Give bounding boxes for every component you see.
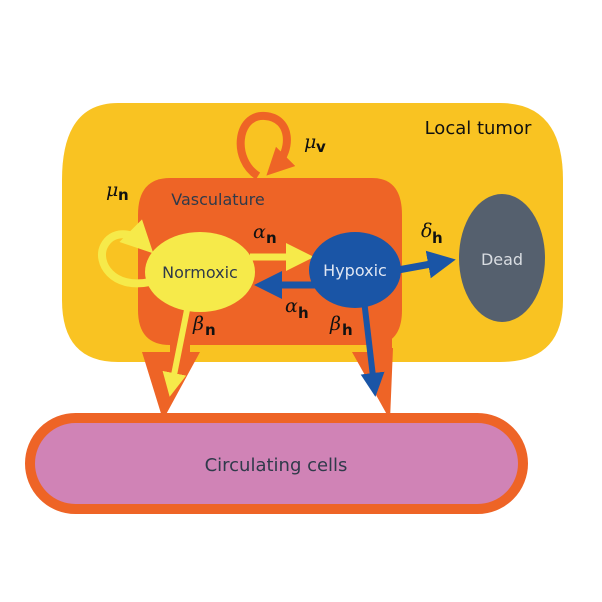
- beta-n-rate-label: β n: [192, 313, 216, 339]
- beta-n-arrow: [162, 304, 191, 397]
- svg-text:μ: μ: [304, 131, 316, 153]
- mu-n-self-loop-arrow: [98, 219, 154, 288]
- beta-h-rate-label: β h: [329, 313, 353, 339]
- local-tumor-label: Local tumor: [425, 118, 532, 139]
- svg-text:n: n: [266, 229, 277, 247]
- hypoxic-node: [309, 232, 401, 308]
- beta-h-arrow: [360, 299, 385, 397]
- svg-text:α: α: [285, 295, 298, 317]
- delta-h-rate-label: δ h: [421, 220, 443, 247]
- hypoxic-label: Hypoxic: [323, 261, 387, 280]
- mu-n-rate-label: μ n: [106, 179, 129, 204]
- svg-text:δ: δ: [421, 220, 432, 242]
- normoxic-node: [145, 232, 255, 312]
- svg-text:h: h: [432, 229, 443, 247]
- svg-text:n: n: [205, 321, 216, 339]
- mu-v-rate-label: μ v: [304, 131, 326, 156]
- mu-v-self-loop-arrow: [236, 112, 296, 180]
- svg-text:h: h: [298, 304, 309, 322]
- svg-text:v: v: [316, 138, 326, 156]
- svg-text:h: h: [342, 321, 353, 339]
- normoxic-label: Normoxic: [162, 263, 238, 282]
- dead-label: Dead: [481, 250, 523, 269]
- circulating-cells-label: Circulating cells: [205, 455, 348, 476]
- svg-text:α: α: [253, 221, 266, 243]
- svg-text:n: n: [118, 186, 129, 204]
- vasculature-label: Vasculature: [171, 190, 265, 209]
- svg-text:β: β: [329, 313, 341, 335]
- svg-text:β: β: [192, 313, 204, 335]
- circulating-cells-compartment: [25, 413, 528, 514]
- alpha-n-rate-label: α n: [253, 221, 277, 247]
- alpha-h-rate-label: α h: [285, 295, 309, 322]
- delta-h-arrow: [397, 250, 456, 279]
- dead-node: [459, 194, 545, 322]
- svg-text:μ: μ: [106, 179, 118, 201]
